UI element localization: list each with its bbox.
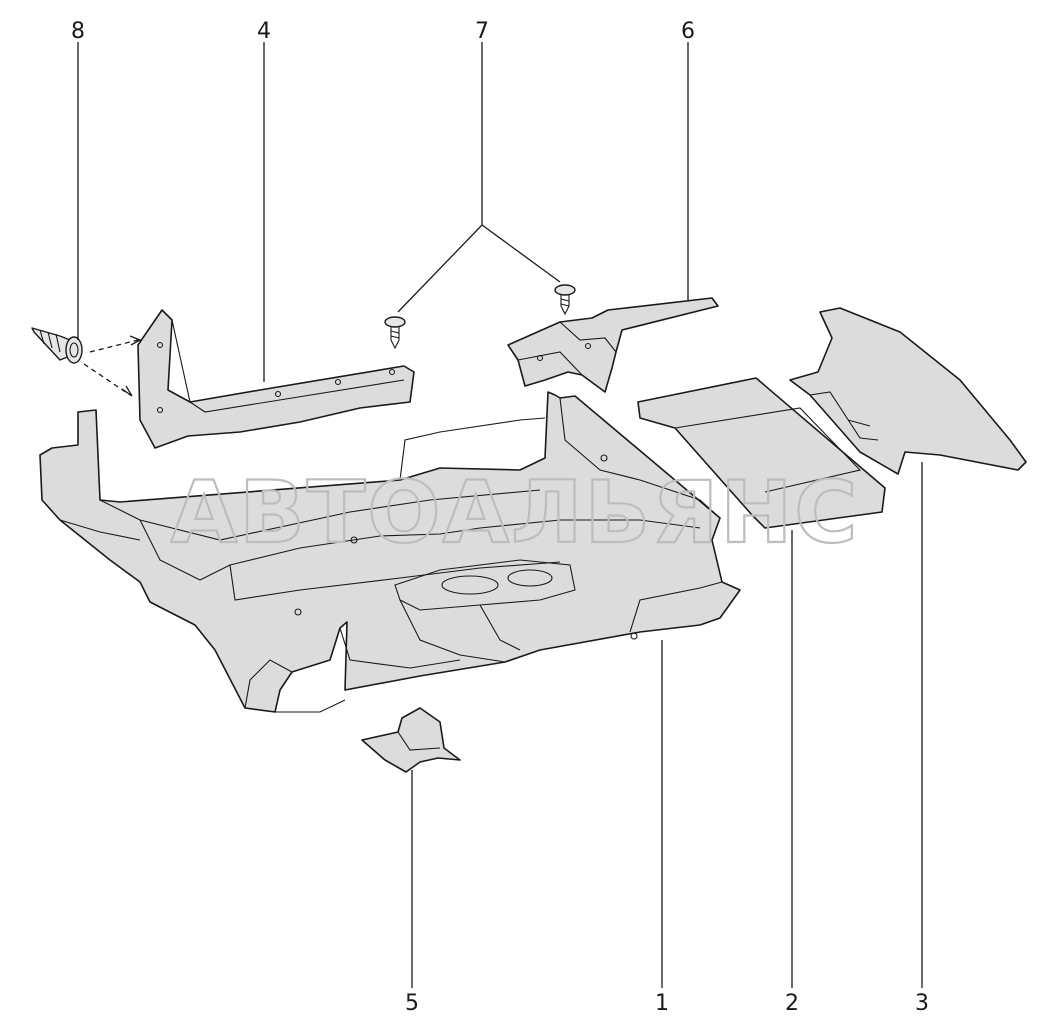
callout-4: 4 <box>257 19 271 44</box>
floor-carpet-part-1 <box>39 391 741 713</box>
callout-7: 7 <box>475 19 489 44</box>
tunnel-trim-part-5 <box>361 707 461 773</box>
callout-2: 2 <box>785 991 799 1016</box>
rear-floor-mat-part-2 <box>637 377 886 529</box>
right-sill-trim-part-6 <box>507 297 719 393</box>
callout-8: 8 <box>71 19 85 44</box>
watermark-text: АВТОАЛЬЯНС <box>171 463 860 563</box>
callout-5: 5 <box>405 991 419 1016</box>
callout-3: 3 <box>915 991 929 1016</box>
leader-lines <box>77 42 923 988</box>
trunk-floor-mat-part-3 <box>789 307 1027 475</box>
callout-1: 1 <box>655 991 669 1016</box>
callout-6: 6 <box>681 19 695 44</box>
screws-part-7 <box>384 284 576 350</box>
clip-fastener-part-8 <box>31 327 83 364</box>
left-sill-trim-part-4 <box>137 309 415 449</box>
callout-labels: 8 4 7 6 5 1 2 3 <box>71 19 929 1016</box>
